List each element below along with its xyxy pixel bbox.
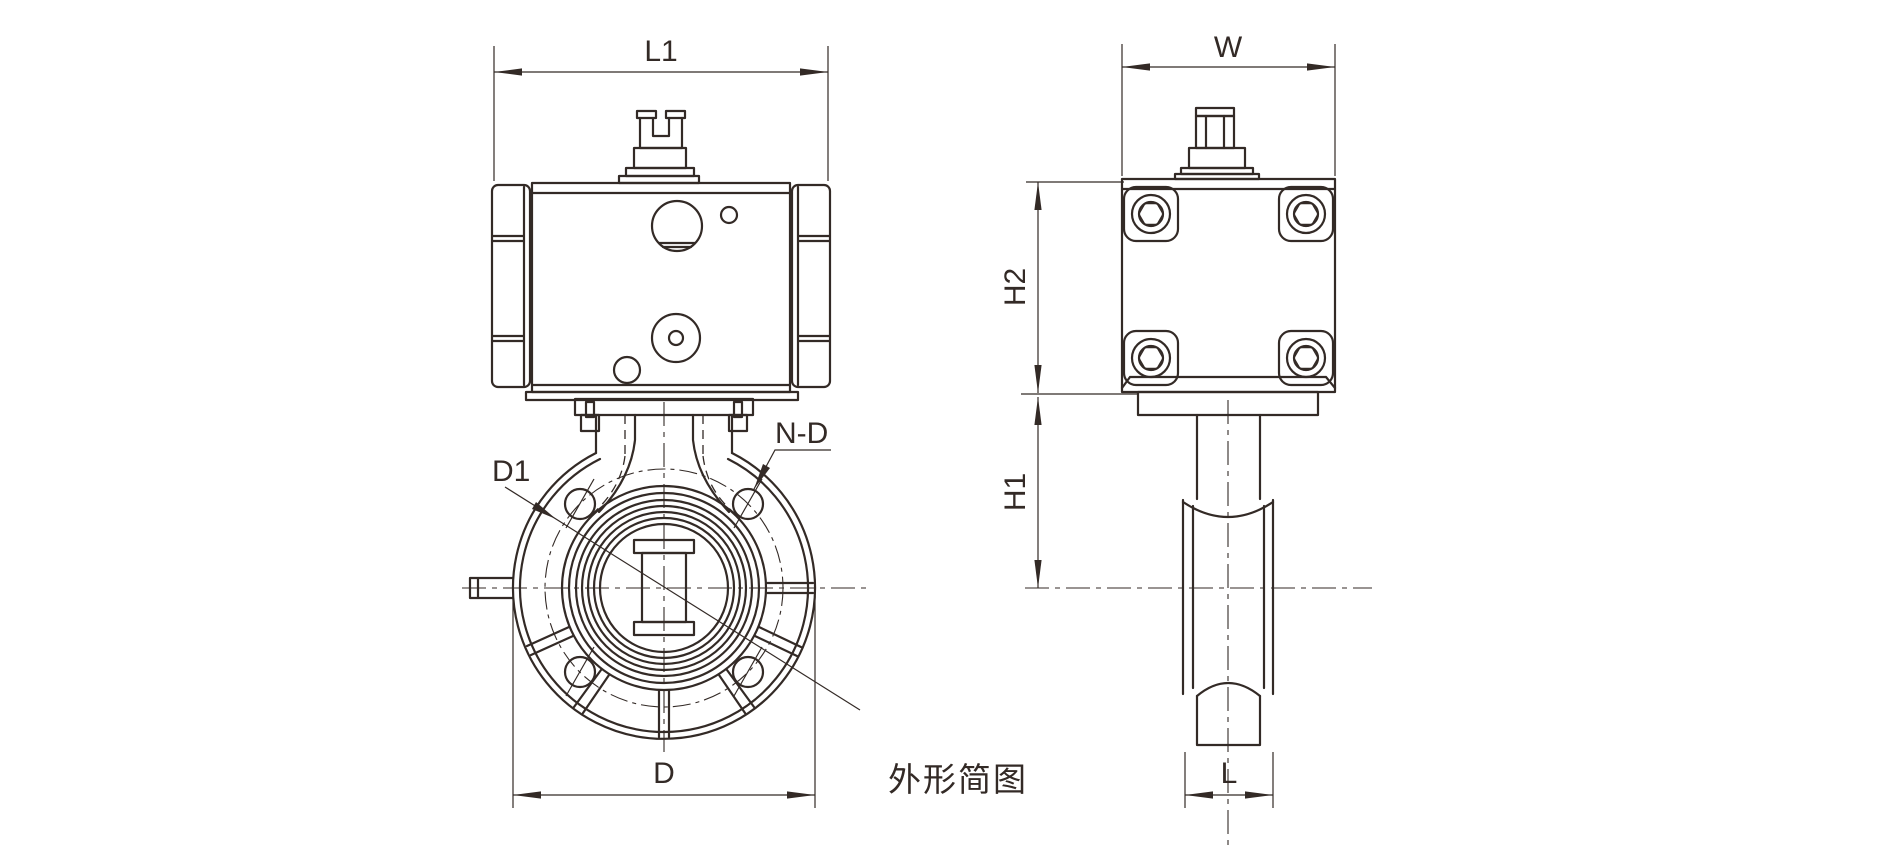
dimension-label-l1: L1	[644, 35, 677, 68]
side-view: W H2 H1 L	[999, 31, 1372, 850]
shaft-block	[632, 146, 688, 170]
bracket-bolt-left	[579, 400, 601, 433]
corner-screw-bottom-left	[1122, 329, 1180, 387]
dimension-h1: H1	[999, 397, 1042, 588]
dimension-h2: H2	[999, 181, 1138, 395]
dimension-label-d: D	[653, 757, 675, 790]
pilot-hole	[612, 355, 642, 385]
label-d1-leader: D1	[492, 455, 861, 711]
neck-outer	[594, 413, 734, 455]
neck-hidden-bore	[590, 415, 738, 516]
caption: 外形简图	[888, 761, 1028, 798]
dimension-label-h2: H2	[999, 268, 1032, 306]
shaft-step	[624, 166, 696, 178]
front-view: D1 N-D L1 D	[462, 35, 866, 808]
shaft-top-cap	[1194, 106, 1236, 118]
dimension-label-nd: N-D	[775, 417, 828, 450]
shaft-mid-block	[1187, 146, 1247, 170]
shaft-stud	[1194, 114, 1236, 150]
bolt-holes	[563, 478, 765, 697]
position-indicator	[635, 109, 687, 150]
dimension-l: L	[1184, 752, 1274, 808]
body-tube	[1181, 498, 1275, 696]
dimension-label-h1: H1	[999, 473, 1032, 511]
dimension-label-d1: D1	[492, 455, 530, 488]
stem-upper	[1195, 413, 1262, 501]
actuator-end-cap-left	[490, 183, 532, 389]
corner-screw-top-left	[1122, 185, 1180, 243]
actuator-port-large	[650, 199, 704, 253]
actuator-body-side	[1120, 177, 1337, 394]
actuator-port-small	[719, 205, 739, 225]
actuator-body	[530, 181, 792, 394]
flange-ribs	[525, 581, 815, 739]
pneumatic-actuator-side	[1120, 106, 1337, 417]
air-port	[650, 312, 702, 364]
body-bottom-saddle	[1195, 682, 1262, 698]
dimension-w: W	[1121, 31, 1336, 176]
actuator-end-cap-right	[790, 183, 832, 389]
dimension-d: D	[512, 596, 816, 808]
dimension-label-w: W	[1214, 31, 1243, 64]
dimension-l1: L1	[493, 35, 829, 181]
corner-screw-bottom-right	[1277, 329, 1335, 387]
bracket-bolt-right	[727, 400, 749, 433]
valve-body-front	[462, 402, 866, 752]
corner-screw-top-right	[1277, 185, 1335, 243]
pneumatic-actuator-front	[490, 109, 832, 433]
label-nd-leader: N-D	[753, 417, 831, 490]
valve-body-side	[1025, 400, 1372, 850]
dimension-label-l: L	[1221, 757, 1238, 790]
